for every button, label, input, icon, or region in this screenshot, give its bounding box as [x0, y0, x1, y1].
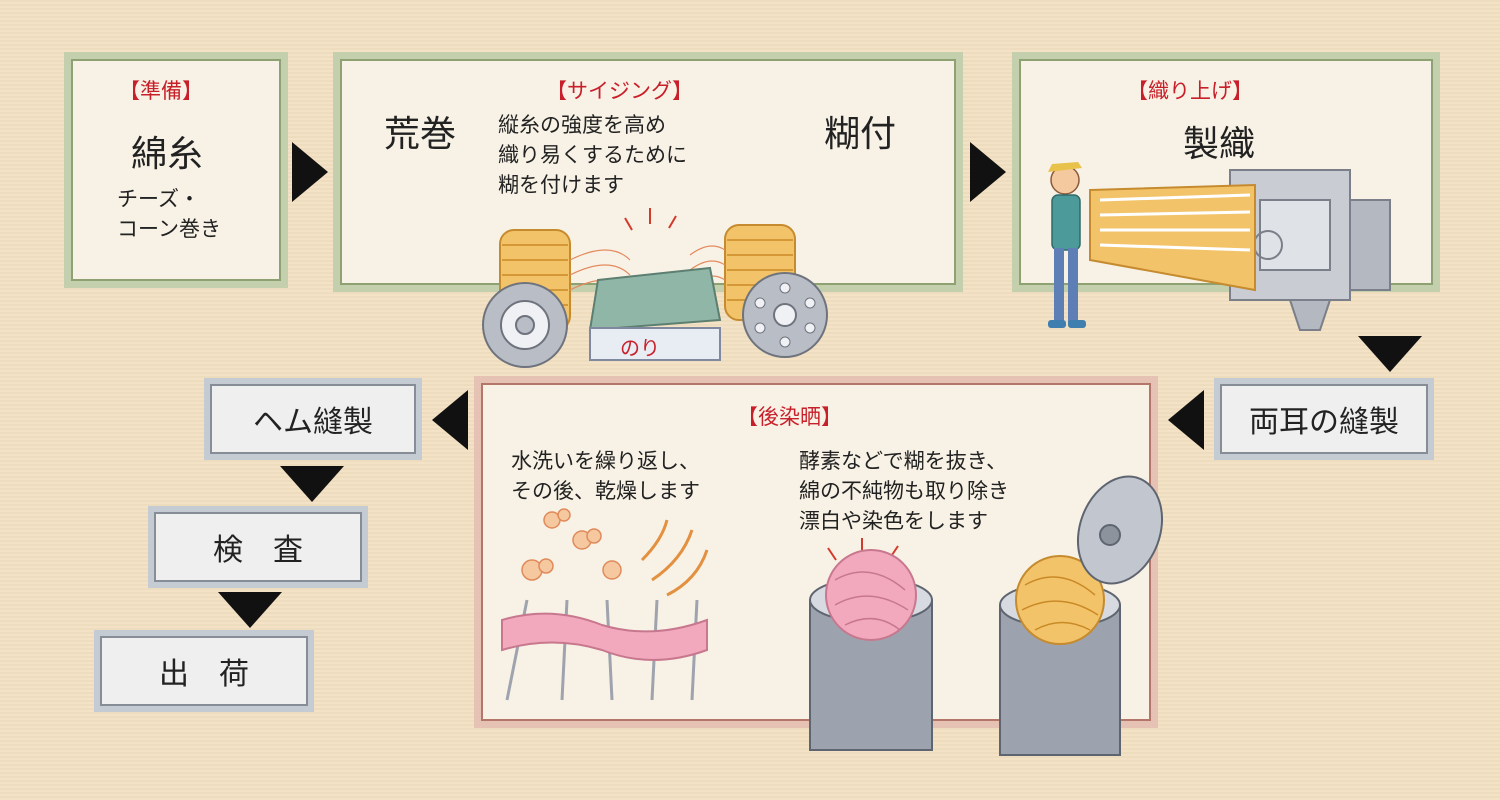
- arrow-right-2: [970, 142, 1006, 202]
- post-treatment-title: 【後染晒】: [737, 405, 842, 429]
- dyeing-pots-illustration: [809, 475, 1164, 756]
- arrow-down-2: [280, 466, 344, 502]
- sizing-left-label: 荒巻: [384, 114, 457, 155]
- sizing-panel: 【サイジング】 荒巻 糊付 縦糸の強度を高め 織り易くするために 糊を付けます: [333, 52, 963, 292]
- shipping-label: 出 荷: [159, 657, 249, 692]
- selvage-sewing-label: 両耳の縫製: [1249, 405, 1399, 440]
- arrow-down-3: [218, 592, 282, 628]
- sizing-machine-illustration: [482, 208, 828, 368]
- sizing-desc-1: 縦糸の強度を高め: [498, 113, 666, 137]
- hem-sewing-label: ヘム縫製: [253, 405, 373, 440]
- selvage-sewing-box: 両耳の縫製: [1214, 378, 1434, 460]
- weaving-loom-illustration: [1048, 162, 1391, 331]
- sizing-title: 【サイジング】: [546, 79, 693, 103]
- arrow-left-2: [432, 390, 468, 450]
- post-right-desc-3: 漂白や染色をします: [799, 509, 988, 533]
- hem-sewing-box: ヘム縫製: [204, 378, 422, 460]
- tray-label: のり: [620, 336, 660, 360]
- inspection-label: 検 査: [213, 533, 303, 568]
- inspection-box: 検 査: [148, 506, 368, 588]
- weaving-main-label: 製織: [1183, 124, 1256, 165]
- sizing-desc-3: 糊を付けます: [498, 173, 624, 197]
- prep-sub-label-1: チーズ・: [117, 187, 200, 211]
- sizing-desc-2: 織り易くするために: [498, 143, 687, 167]
- arrow-down-1: [1358, 336, 1422, 372]
- post-left-desc-1: 水洗いを繰り返し、: [511, 449, 700, 473]
- shipping-box: 出 荷: [94, 630, 314, 712]
- arrow-right-1: [292, 142, 328, 202]
- post-right-desc-1: 酵素などで糊を抜き、: [799, 449, 1008, 473]
- prep-sub-label-2: コーン巻き: [117, 217, 221, 241]
- prep-title: 【準備】: [119, 79, 203, 103]
- prep-panel: 【準備】 綿糸 チーズ・ コーン巻き: [64, 52, 288, 288]
- post-left-desc-2: その後、乾燥します: [511, 479, 700, 503]
- prep-main-label: 綿糸: [131, 134, 204, 175]
- arrow-left-1: [1168, 390, 1204, 450]
- post-right-desc-2: 綿の不純物も取り除き: [799, 479, 1009, 503]
- drying-cloth-illustration: [501, 508, 709, 701]
- weaving-title: 【織り上げ】: [1127, 79, 1253, 103]
- sizing-right-label: 糊付: [824, 114, 897, 155]
